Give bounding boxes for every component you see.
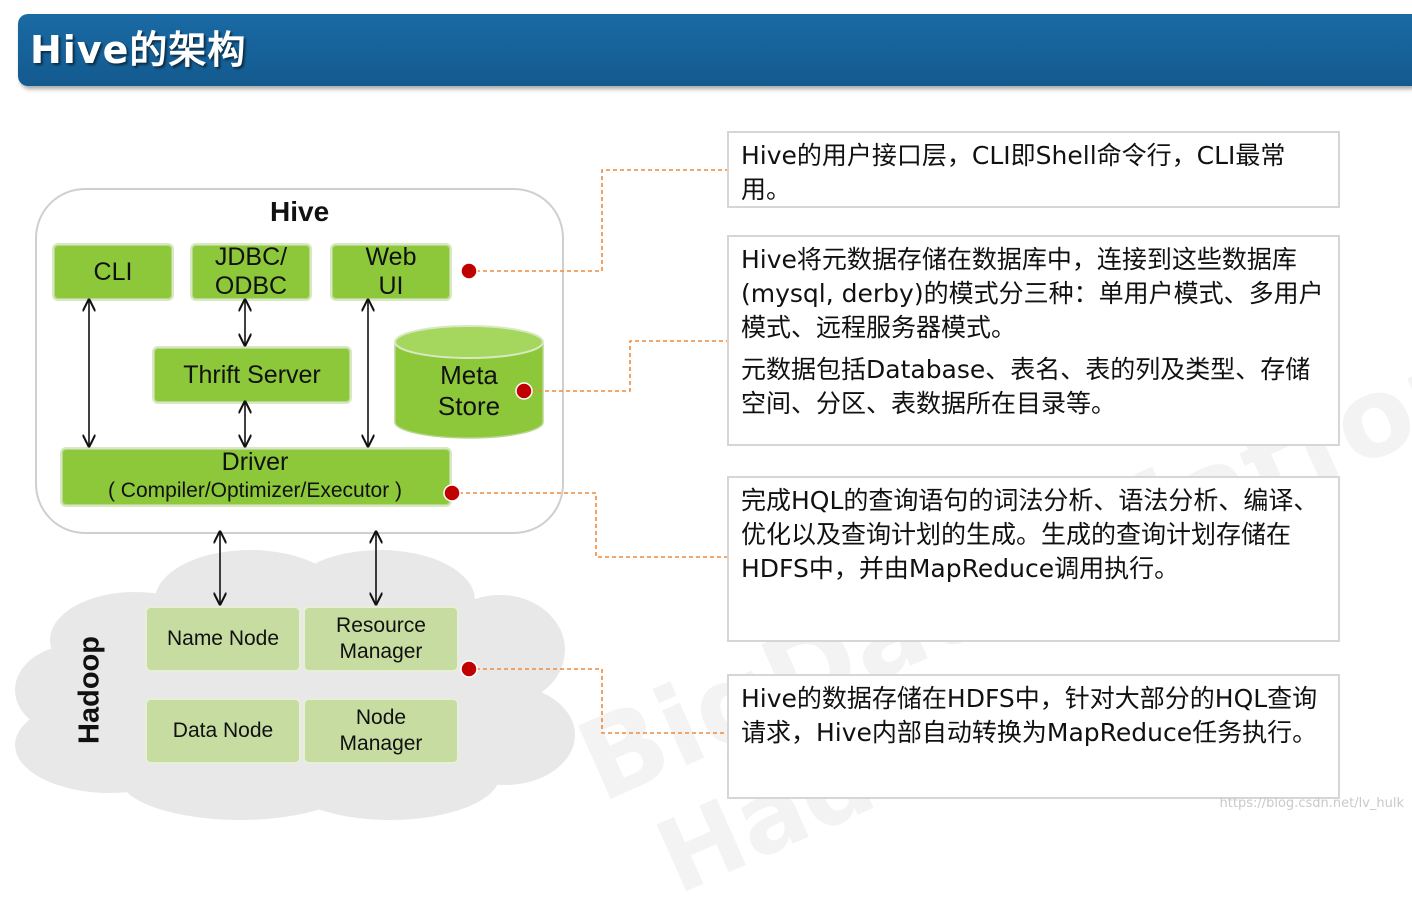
cli-box: CLI [52,243,174,301]
jdbc-odbc-box: JDBC/ ODBC [190,243,312,301]
title-bar: Hive的架构 [18,14,1412,86]
connectors-layer [0,169,727,734]
node-label: Node [355,706,407,729]
note-interface: Hive的用户接口层，CLI即Shell命令行，CLI最常用。 [727,131,1340,208]
thrift-server-box: Thrift Server [152,346,352,404]
metastore-cylinder [394,325,544,439]
name-node-label: Name Node [166,627,280,650]
driver-subtitle: ( Compiler/Optimizer/Executor ) [107,479,403,502]
meta-text: Meta [440,360,498,390]
metastore-label: Meta Store [405,360,533,422]
page-title: Hive的架构 [30,28,247,72]
name-node-box: Name Node [145,606,301,672]
driver-title: Driver [221,448,289,476]
resource-manager-box: Resource Manager [303,606,459,672]
connector-driver [452,492,727,558]
source-credit: https://blog.csdn.net/lv_hulk [1219,796,1404,811]
resource-label: Resource [336,614,426,637]
odbc-label: ODBC [214,272,288,300]
ui-label: UI [378,272,404,300]
dot-interface [460,262,478,280]
dot-hadoop [460,660,478,678]
note-metastore: Hive将元数据存储在数据库中，连接到这些数据库(mysql, derby)的模… [727,235,1340,446]
hive-label: Hive [270,196,330,227]
data-node-label: Data Node [172,719,274,742]
node-manager-box: Node Manager [303,698,459,764]
dot-driver [443,484,461,502]
note-metastore-text-1: Hive将元数据存储在数据库中，连接到这些数据库(mysql, derby)的模… [741,245,1324,342]
driver-box [60,447,452,507]
connector-hadoop [469,668,727,734]
note-interface-text: Hive的用户接口层，CLI即Shell命令行，CLI最常用。 [741,141,1286,204]
data-node-box: Data Node [145,698,301,764]
connector-interface [469,169,727,272]
manager-label: Manager [339,640,423,663]
jdbc-label: JDBC/ [214,243,288,271]
note-hadoop-text: Hive的数据存储在HDFS中，针对大部分的HQL查询请求，Hive内部自动转换… [741,684,1318,747]
note-metastore-text-2: 元数据包括Database、表名、表的列及类型、存储空间、分区、表数据所在目录等… [741,355,1311,418]
thrift-server-label: Thrift Server [183,360,321,389]
web-label: Web [365,243,417,271]
web-ui-box: Web UI [330,243,452,301]
note-driver: 完成HQL的查询语句的词法分析、语法分析、编译、优化以及查询计划的生成。生成的查… [727,476,1340,642]
node-manager-label: Manager [339,732,423,755]
cli-label: CLI [93,257,133,286]
note-hadoop: Hive的数据存储在HDFS中，针对大部分的HQL查询请求，Hive内部自动转换… [727,674,1340,799]
store-text: Store [437,391,501,421]
dot-metastore [515,382,533,400]
note-driver-text: 完成HQL的查询语句的词法分析、语法分析、编译、优化以及查询计划的生成。生成的查… [741,486,1319,583]
connector-metastore [524,340,727,392]
